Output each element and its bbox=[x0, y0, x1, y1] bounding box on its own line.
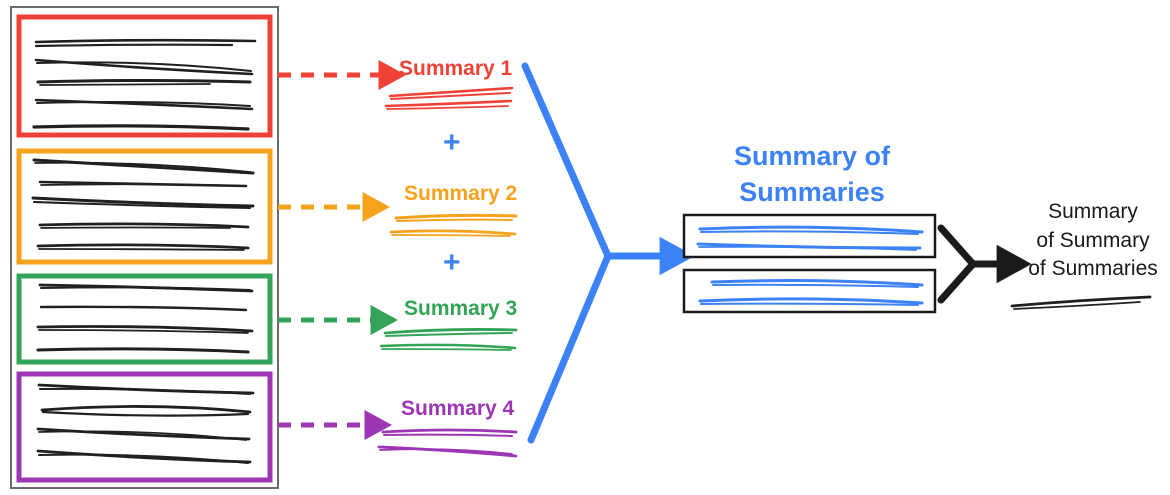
final-output-label: Summary of Summary of Summaries bbox=[1028, 200, 1158, 281]
chunk-4-box[interactable] bbox=[16, 371, 273, 483]
summary-4-label: Summary 4 bbox=[401, 397, 515, 420]
summary-3-label: Summary 3 bbox=[404, 297, 518, 320]
plus-operator-2: + bbox=[443, 246, 461, 279]
sos-block-2-lines bbox=[698, 279, 924, 306]
chunk-4-text-lines bbox=[36, 383, 255, 464]
chunk-3-text-lines bbox=[36, 283, 254, 354]
summary-2-label: Summary 2 bbox=[404, 182, 518, 205]
summary-4-lines bbox=[377, 428, 518, 458]
plus-operator-1: + bbox=[443, 126, 461, 159]
chunk-3-box[interactable] bbox=[16, 273, 273, 365]
chunk-1-text-lines bbox=[32, 38, 257, 131]
summary-2-lines bbox=[389, 213, 518, 237]
merge-arrow-blue bbox=[521, 62, 695, 444]
sos-block-2[interactable] bbox=[682, 268, 937, 314]
merge-arrow-black bbox=[937, 224, 1032, 304]
summary-1-label: Summary 1 bbox=[399, 57, 513, 80]
sos-block-1-lines bbox=[696, 225, 924, 251]
summary-3-lines bbox=[379, 328, 518, 351]
chunk-1-box[interactable] bbox=[16, 14, 273, 138]
chunk-2-box[interactable] bbox=[16, 148, 273, 265]
sos-block-1[interactable] bbox=[682, 213, 937, 259]
summary-of-summaries-label: Summary of Summaries bbox=[733, 141, 891, 207]
chunk-2-text-lines bbox=[31, 158, 255, 251]
final-output-line bbox=[1010, 295, 1152, 310]
summary-1-lines bbox=[384, 86, 514, 110]
